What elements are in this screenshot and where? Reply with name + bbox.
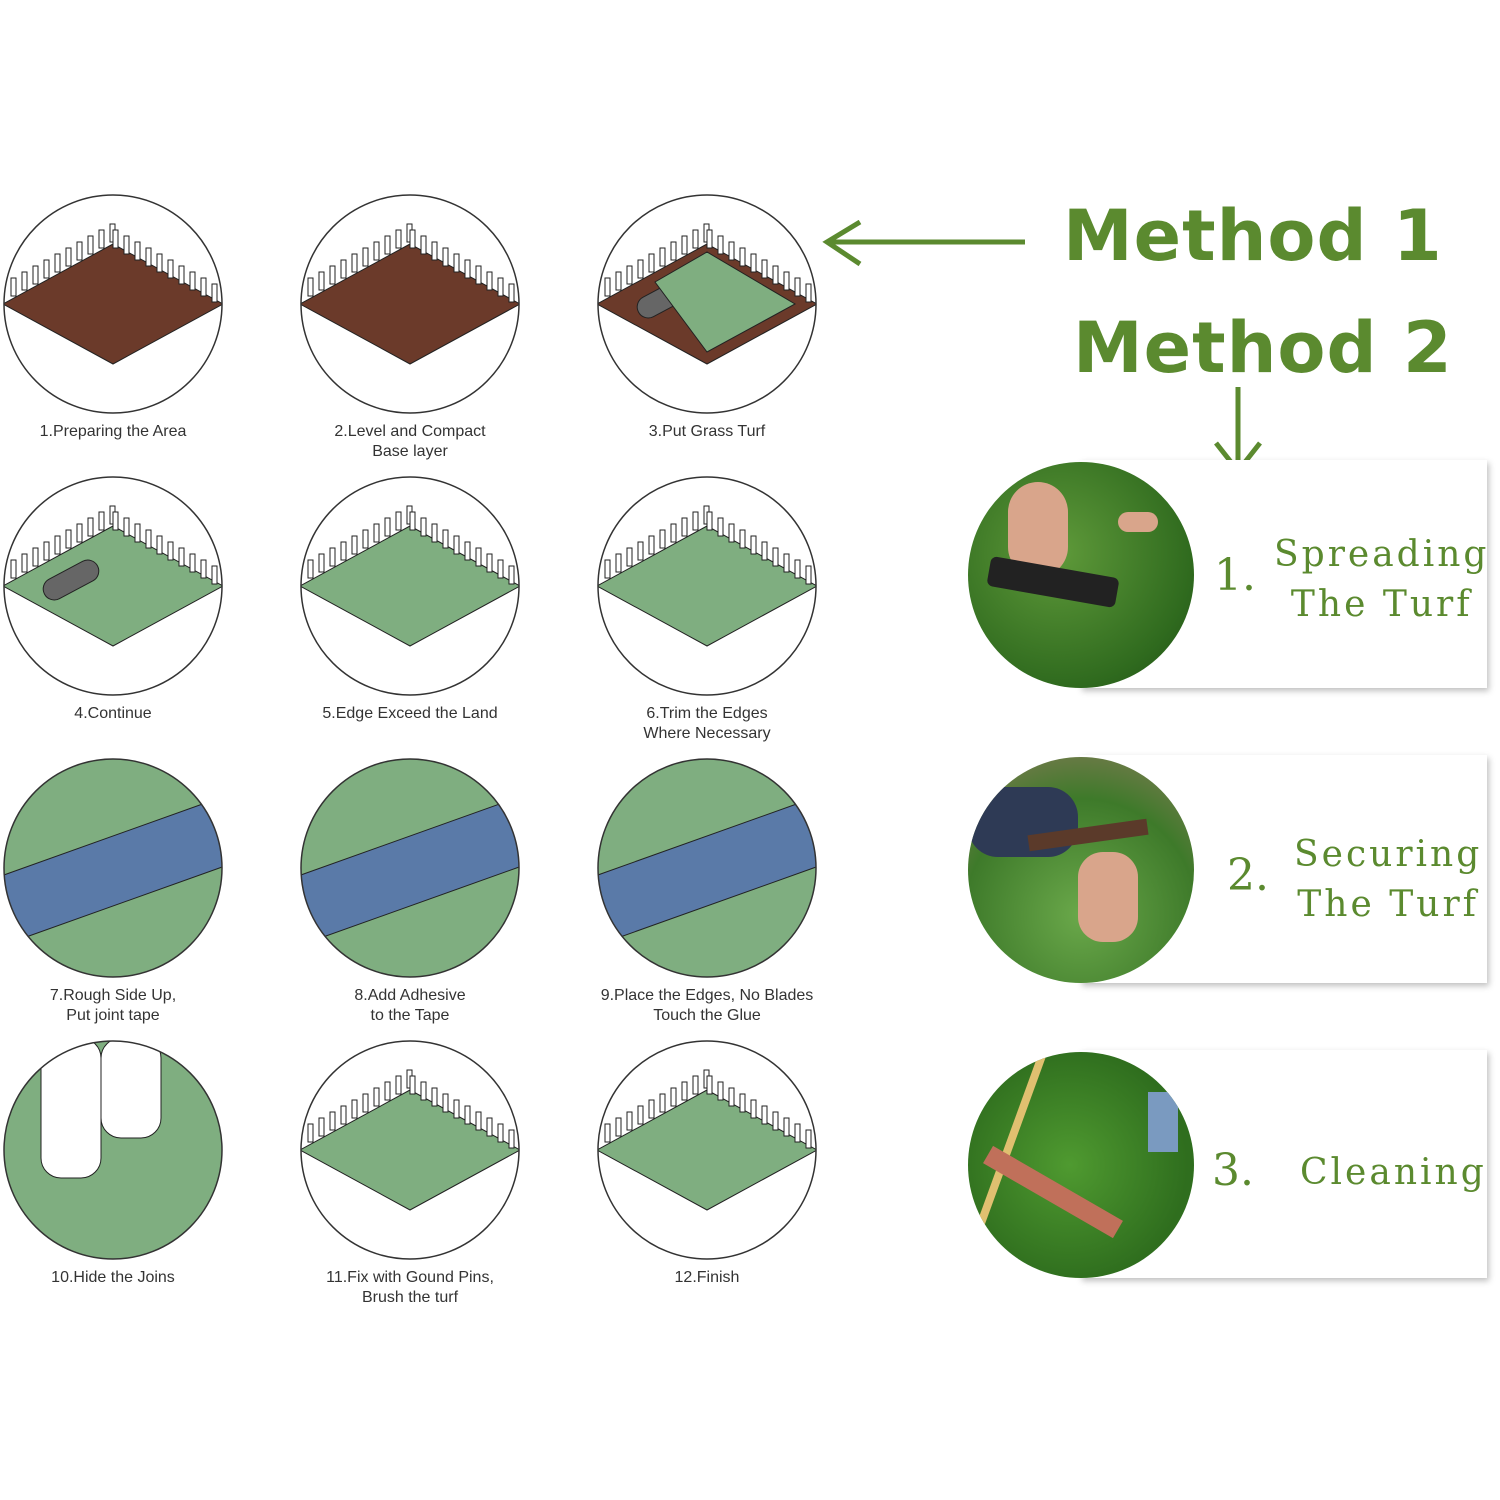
step-illustration (300, 476, 520, 696)
step-illustration (300, 1040, 520, 1260)
arrow-left-icon (822, 220, 1025, 267)
step-9: 9.Place the Edges, No Blades Touch the G… (557, 756, 857, 1026)
step-label: 6.Trim the Edges Where Necessary (643, 705, 771, 742)
step-label: 11.Fix with Gound Pins, Brush the turf (326, 1269, 494, 1306)
method-2-card-cleaning: 3. Cleaning (968, 1050, 1487, 1278)
step-label: 5.Edge Exceed the Land (322, 705, 498, 722)
step-1: 1.Preparing the Area (0, 192, 263, 442)
step-12: 12.Finish (557, 1038, 857, 1288)
spreading-photo (968, 462, 1194, 688)
step-6: 6.Trim the Edges Where Necessary (557, 474, 857, 744)
step-10: 10.Hide the Joins (0, 1038, 263, 1288)
step-illustration (3, 476, 223, 696)
step-illustration (597, 758, 817, 978)
step-4: 4.Continue (0, 474, 263, 724)
method-2-card-securing: 2. Securing The Turf (968, 755, 1487, 983)
method-2-heading: Method 2 (1073, 307, 1453, 389)
step-illustration (597, 476, 817, 696)
securing-photo (968, 757, 1194, 983)
card-text: Securing The Turf (1294, 834, 1483, 925)
method-1-heading: Method 1 (1063, 195, 1443, 277)
card-number: 3. (1212, 1145, 1254, 1196)
step-3: 3.Put Grass Turf (557, 192, 857, 442)
method-2-card-spreading: 1. Spreading The Turf (968, 460, 1490, 688)
step-label: 12.Finish (674, 1269, 740, 1286)
step-illustration (3, 758, 223, 978)
step-label: 8.Add Adhesive to the Tape (354, 987, 466, 1024)
step-label: 3.Put Grass Turf (648, 423, 766, 440)
card-text: Cleaning (1300, 1152, 1487, 1193)
card-number: 1. (1214, 550, 1256, 601)
step-5: 5.Edge Exceed the Land (260, 474, 560, 724)
step-illustration (300, 194, 520, 414)
card-number: 2. (1227, 850, 1269, 901)
step-illustration (300, 758, 520, 978)
step-label: 7.Rough Side Up, Put joint tape (49, 987, 177, 1024)
step-illustration (597, 1040, 817, 1260)
step-label: 9.Place the Edges, No Blades Touch the G… (600, 987, 814, 1024)
step-7: 7.Rough Side Up, Put joint tape (0, 756, 263, 1026)
step-illustration (3, 1040, 223, 1260)
step-2: 2.Level and Compact Base layer (260, 192, 560, 462)
step-8: 8.Add Adhesive to the Tape (260, 756, 560, 1026)
step-label: 4.Continue (74, 705, 152, 722)
step-label: 2.Level and Compact Base layer (334, 423, 486, 460)
step-label: 1.Preparing the Area (39, 423, 187, 440)
step-11: 11.Fix with Gound Pins, Brush the turf (260, 1038, 560, 1308)
cleaning-photo (968, 1052, 1194, 1278)
card-text: Spreading The Turf (1274, 534, 1490, 625)
step-illustration (597, 194, 817, 414)
step-illustration (3, 194, 223, 414)
step-label: 10.Hide the Joins (51, 1269, 175, 1286)
